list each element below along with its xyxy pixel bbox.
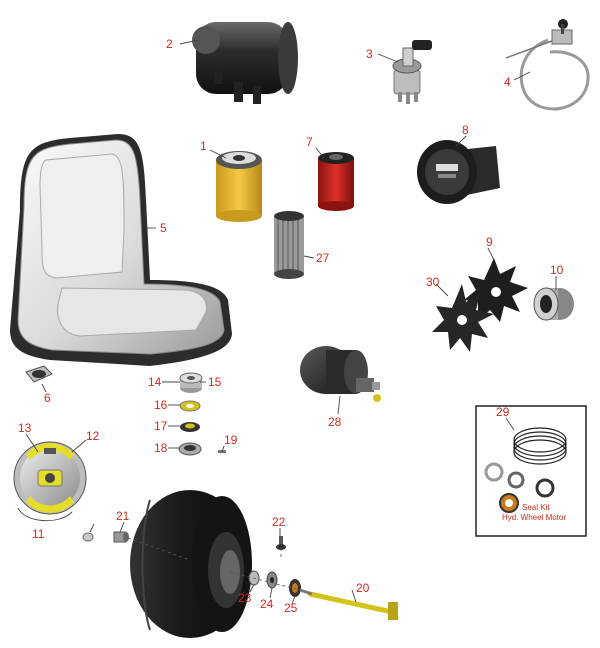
callout-23: 23 xyxy=(238,591,252,605)
part-brake-assembly xyxy=(13,441,87,515)
callout-29: 29 xyxy=(496,405,510,419)
part-lug-21 xyxy=(113,531,129,543)
callout-numbers: 2 3 4 1 7 8 5 27 9 10 30 6 14 15 16 17 1… xyxy=(18,37,564,615)
part-oil-filter xyxy=(216,151,262,222)
callout-18: 18 xyxy=(154,441,168,455)
callout-17: 17 xyxy=(154,419,168,433)
part-nut-26 xyxy=(82,532,94,542)
callout-13: 13 xyxy=(18,421,32,435)
callout-10: 10 xyxy=(550,263,564,277)
callout-6: 6 xyxy=(44,391,51,405)
callout-2: 2 xyxy=(166,37,173,51)
part-bearing-18 xyxy=(178,442,202,456)
inset-title: Seal Kit xyxy=(522,503,550,512)
part-bearing xyxy=(533,287,574,321)
callout-22: 22 xyxy=(272,515,286,529)
part-blade-lower xyxy=(432,284,494,352)
part-fuel-filter xyxy=(318,152,354,211)
callout-20: 20 xyxy=(356,581,370,595)
part-tire xyxy=(130,490,252,638)
callout-4: 4 xyxy=(504,75,511,89)
callout-12: 12 xyxy=(86,429,100,443)
part-axle-20 xyxy=(299,588,398,620)
part-seal-17 xyxy=(180,422,200,432)
part-seat xyxy=(10,134,232,366)
part-hour-meter xyxy=(417,140,500,204)
seal-kit-inset: Seal Kit Hyd. Wheel Motor xyxy=(475,405,587,537)
part-washer-16 xyxy=(179,400,201,412)
callout-11: 11 xyxy=(32,527,45,541)
part-ignition-switch xyxy=(392,40,432,104)
callout-5: 5 xyxy=(160,221,167,235)
callout-28: 28 xyxy=(328,415,342,429)
part-blade-upper xyxy=(464,258,528,322)
callout-7: 7 xyxy=(306,135,313,149)
part-wheel-motor xyxy=(300,346,381,402)
part-seal-25 xyxy=(289,579,301,597)
callout-27: 27 xyxy=(316,251,330,265)
callout-15: 15 xyxy=(208,375,222,389)
callout-14: 14 xyxy=(148,375,162,389)
part-air-filter xyxy=(274,211,304,279)
part-throttle-cable xyxy=(505,19,590,111)
callout-25: 25 xyxy=(284,601,298,615)
callout-8: 8 xyxy=(462,123,469,137)
callout-21: 21 xyxy=(116,509,130,523)
part-washer-24 xyxy=(266,571,278,589)
callout-24: 24 xyxy=(260,597,274,611)
callout-1: 1 xyxy=(200,139,207,153)
part-castle-nut xyxy=(179,372,203,393)
callout-19: 19 xyxy=(224,433,238,447)
part-bolt-22 xyxy=(276,536,286,550)
inset-subtitle: Hyd. Wheel Motor xyxy=(502,513,566,522)
callout-9: 9 xyxy=(486,235,493,249)
callout-3: 3 xyxy=(366,47,373,61)
part-fuel-tank xyxy=(192,22,298,104)
part-seat-switch xyxy=(25,365,53,383)
callout-30: 30 xyxy=(426,275,440,289)
leader-lines xyxy=(17,39,557,605)
callout-16: 16 xyxy=(154,398,168,412)
assembly-axis-lines xyxy=(127,537,301,591)
